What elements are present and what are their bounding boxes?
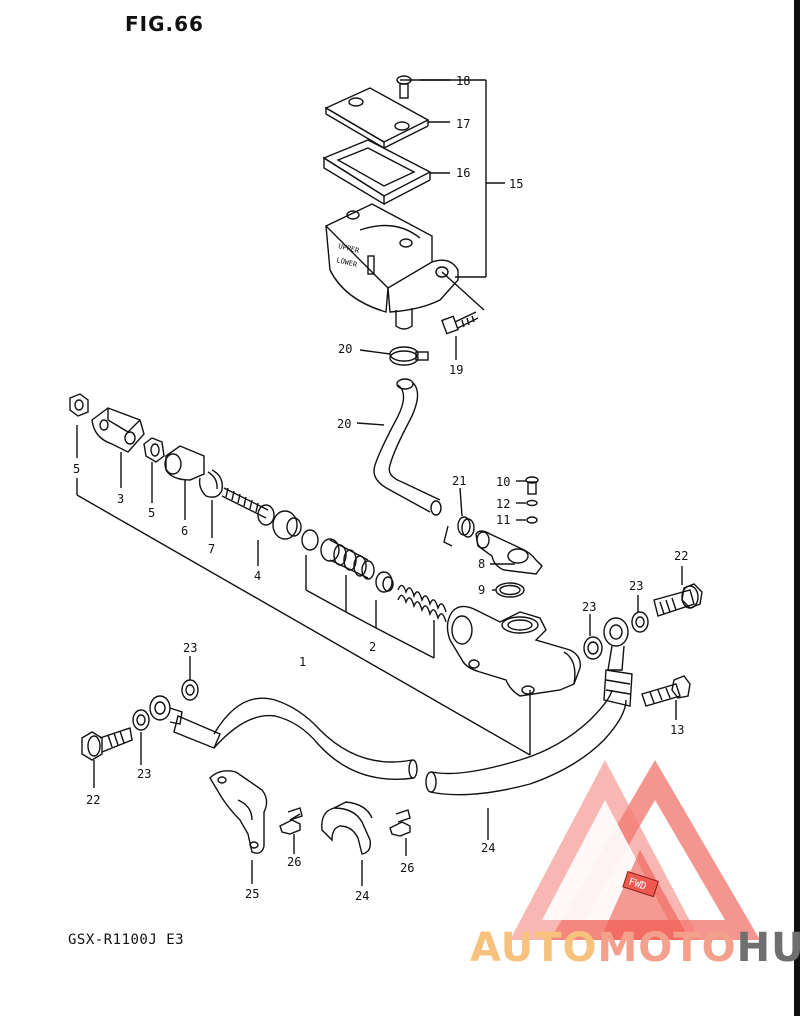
banjo-bolt-22-right — [653, 566, 703, 617]
callout-2: 2 — [369, 640, 376, 654]
nut-5-left — [69, 393, 89, 417]
reservoir-body — [324, 203, 485, 330]
clamp-24 — [321, 801, 373, 886]
boot-6 — [164, 445, 205, 481]
callout-5-right: 5 — [148, 506, 155, 520]
hose-clamp-20-upper — [359, 346, 429, 366]
callout-5-left: 5 — [73, 462, 80, 476]
callout-26-right: 26 — [400, 861, 414, 875]
master-cylinder-body-1 — [446, 605, 581, 697]
washer-23-d — [132, 709, 150, 765]
callout-8: 8 — [478, 557, 485, 571]
callout-23-a: 23 — [582, 600, 596, 614]
watermark-auto: AUTO — [470, 925, 598, 971]
callout-20-lower: 21 — [452, 474, 466, 488]
callout-26-left: 26 — [287, 855, 301, 869]
bolt-26-left — [279, 807, 303, 854]
diaphragm-15 — [322, 139, 450, 206]
leader-lines — [76, 425, 531, 756]
callout-13: 13 — [670, 723, 684, 737]
banjo-fitting-right — [603, 617, 633, 707]
callout-16: 17 — [456, 117, 470, 131]
callout-22-right: 22 — [674, 549, 688, 563]
model-code: GSX-R1100J E3 — [68, 932, 185, 948]
seal-11 — [516, 516, 538, 524]
nut-5-right — [143, 437, 165, 463]
watermark-moto: MOTO — [597, 925, 737, 971]
callout-23-b: 23 — [629, 579, 643, 593]
reservoir-cap-16 — [324, 87, 450, 150]
callout-18: 19 — [449, 363, 463, 377]
fwd-badge: FWD — [622, 870, 659, 898]
callout-10: 10 — [496, 475, 510, 489]
connector-8 — [475, 530, 543, 575]
screw-17 — [396, 75, 450, 99]
hose-clamp-20-lower — [443, 487, 475, 547]
circlip-7 — [198, 469, 223, 498]
callout-24: 24 — [355, 889, 369, 903]
callout-22-left: 22 — [86, 793, 100, 807]
callout-12: 12 — [496, 497, 510, 511]
bolt-13 — [641, 675, 691, 720]
clevis-3 — [91, 407, 145, 453]
callout-20-upper: 20 — [338, 342, 352, 356]
watermark-wordmark: AUTOMOTOHUB — [470, 925, 800, 971]
banjo-bolt-22-left — [81, 727, 133, 788]
callout-23-c: 23 — [183, 641, 197, 655]
callout-3: 3 — [117, 492, 124, 506]
screw-10 — [516, 476, 539, 495]
return-spring — [397, 584, 447, 623]
washer-23-a — [583, 614, 603, 660]
callout-19: 20 — [337, 417, 351, 431]
callout-25: 25 — [245, 887, 259, 901]
reservoir-lower-mark: LOWER — [336, 256, 359, 269]
callout-1: 1 — [299, 655, 306, 669]
callout-23-d: 23 — [137, 767, 151, 781]
callout-9: 9 — [478, 583, 485, 597]
piston-assembly-2 — [301, 529, 394, 593]
callout-7: 7 — [208, 542, 215, 556]
callout-17: 18 — [456, 74, 470, 88]
bolt-26-right — [389, 809, 411, 856]
reservoir-upper-mark: UPPER — [338, 242, 361, 255]
brake-hose-left — [149, 695, 418, 780]
callout-6: 6 — [181, 524, 188, 538]
callout-11: 11 — [496, 513, 510, 527]
watermark-hub: HUB — [736, 925, 800, 971]
callout-4: 4 — [254, 569, 261, 583]
callout-14: 15 — [509, 177, 523, 191]
hose-19 — [356, 378, 442, 516]
hose-21 — [425, 689, 627, 840]
scan-edge — [794, 0, 800, 1016]
bolt-18 — [441, 311, 479, 360]
svg-text:FWD: FWD — [627, 877, 648, 893]
figure-title: FIG.66 — [125, 12, 204, 36]
watermark-logo — [510, 760, 760, 940]
callout-15: 16 — [456, 166, 470, 180]
push-rod-4 — [221, 487, 302, 540]
washer-12 — [516, 499, 538, 507]
washer-23-c — [181, 656, 199, 701]
bracket-25 — [209, 770, 268, 884]
callout-21: 24 — [481, 841, 495, 855]
o-ring-9 — [492, 582, 525, 598]
washer-23-b — [631, 595, 649, 633]
